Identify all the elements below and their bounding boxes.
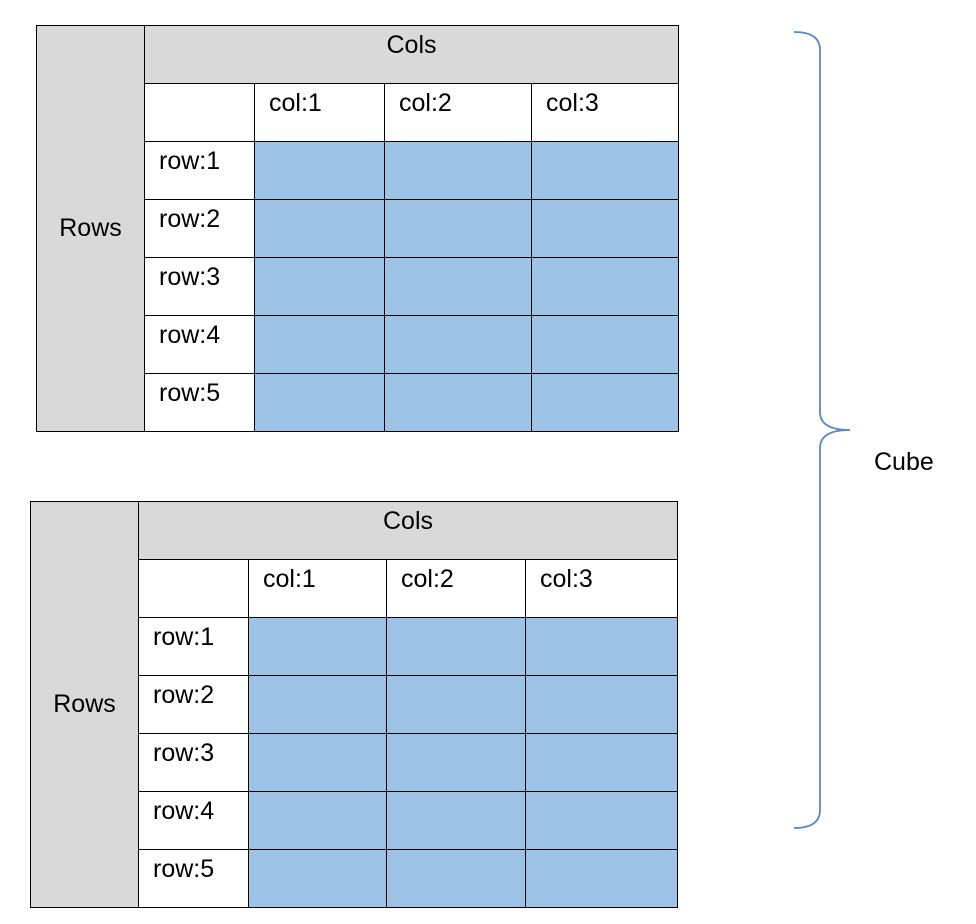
data-cell [384, 141, 532, 200]
data-cell [248, 849, 387, 908]
row-header: row:4 [144, 315, 255, 374]
curly-brace-icon [793, 31, 851, 829]
row-header: row:5 [138, 849, 249, 908]
column-header: col:2 [386, 559, 526, 618]
data-cell [386, 791, 526, 850]
data-cell [254, 199, 385, 258]
data-cell [531, 373, 679, 432]
data-cell [525, 849, 678, 908]
data-cell [386, 849, 526, 908]
data-cell [525, 733, 678, 792]
data-cell [525, 791, 678, 850]
cube-label: Cube [874, 448, 934, 476]
column-header: col:1 [248, 559, 387, 618]
rows-header: Rows [36, 25, 145, 432]
data-cell [384, 315, 532, 374]
data-cell [248, 675, 387, 734]
data-cell [525, 675, 678, 734]
data-cell [531, 199, 679, 258]
row-header: row:3 [144, 257, 255, 316]
data-cell [248, 617, 387, 676]
curly-brace-path [793, 31, 851, 829]
data-cell [384, 373, 532, 432]
column-header: col:2 [384, 83, 532, 142]
data-cell [254, 373, 385, 432]
cols-header: Cols [138, 501, 678, 560]
row-header: row:2 [138, 675, 249, 734]
corner-cell [138, 559, 249, 618]
column-header: col:1 [254, 83, 385, 142]
data-cell [384, 199, 532, 258]
data-cell [386, 675, 526, 734]
cube-slice-table-1: Rows Cols col:1 col:2 col:3 row:1 row:2 … [36, 25, 679, 432]
data-cell [531, 257, 679, 316]
cube-slice-table-2: Rows Cols col:1 col:2 col:3 row:1 row:2 … [30, 501, 678, 908]
row-header: row:1 [144, 141, 255, 200]
data-cell [254, 315, 385, 374]
data-cell [254, 257, 385, 316]
data-cell [254, 141, 385, 200]
column-header: col:3 [531, 83, 679, 142]
column-header: col:3 [525, 559, 678, 618]
row-header: row:4 [138, 791, 249, 850]
row-header: row:3 [138, 733, 249, 792]
row-header: row:5 [144, 373, 255, 432]
cols-header: Cols [144, 25, 679, 84]
data-cell [531, 141, 679, 200]
data-cell [384, 257, 532, 316]
data-cell [386, 617, 526, 676]
data-cell [531, 315, 679, 374]
data-cell [525, 617, 678, 676]
row-header: row:2 [144, 199, 255, 258]
rows-header: Rows [30, 501, 139, 908]
data-cell [386, 733, 526, 792]
row-header: row:1 [138, 617, 249, 676]
corner-cell [144, 83, 255, 142]
data-cell [248, 791, 387, 850]
data-cell [248, 733, 387, 792]
